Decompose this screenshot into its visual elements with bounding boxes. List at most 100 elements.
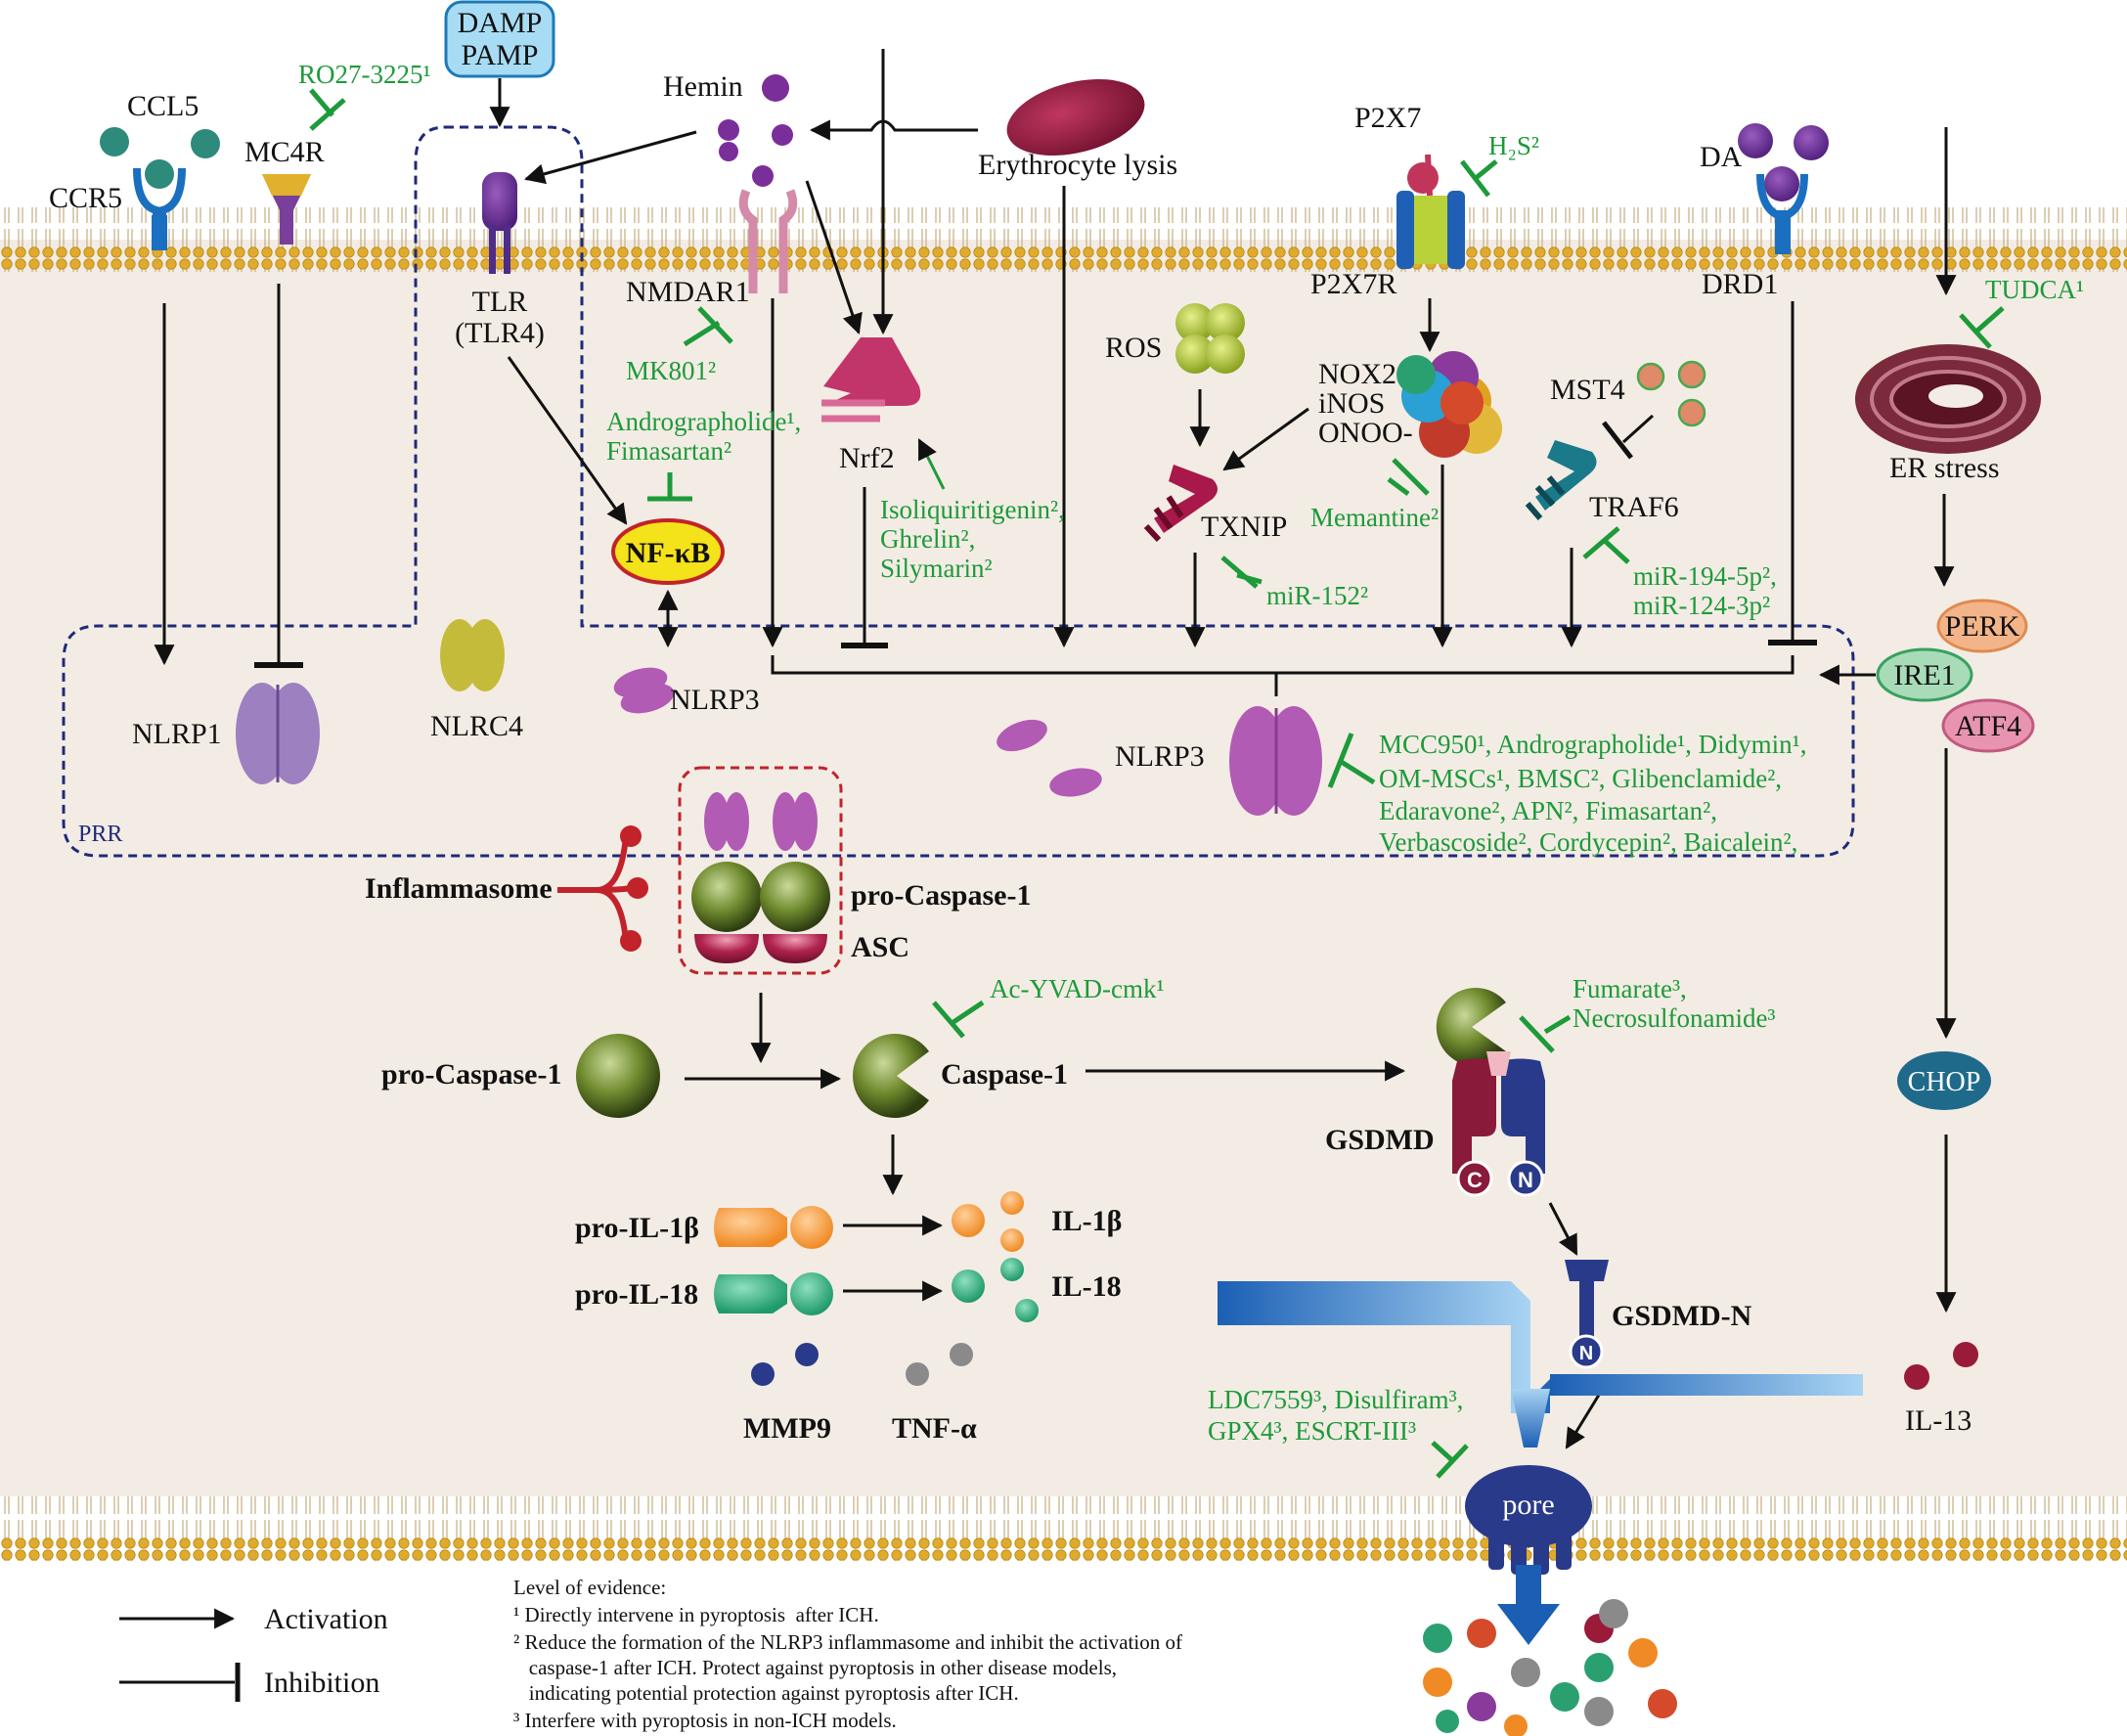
drd1-receptor-stem	[1775, 210, 1791, 254]
gsdmd-n-fragment-badge	[1569, 1334, 1604, 1369]
pro-il18-label: pro-IL-18	[575, 1278, 698, 1311]
evidence-line: ¹ Directly intervene in pyroptosis after…	[513, 1603, 879, 1626]
tudca-inhibition-bar	[1959, 313, 1992, 349]
memantine-inhibition-bar	[1392, 458, 1430, 496]
ccl5-label: CCL5	[127, 90, 199, 122]
prr-label: PRR	[78, 822, 122, 847]
mst4-inhibition-stem	[1621, 414, 1655, 444]
bottom-membrane	[0, 1496, 2127, 1561]
nlrp3-scattered	[1049, 768, 1102, 797]
er-stress-label: ER stress	[1889, 452, 2000, 484]
h2s-inhibitor: H₂S²	[1488, 131, 1539, 160]
txnip-receptor	[1154, 465, 1218, 533]
nox-to-txnip-arrow	[1222, 407, 1309, 471]
erythrocyte-lysis-label: Erythrocyte lysis	[978, 149, 1177, 181]
il18-molecule	[1015, 1299, 1039, 1322]
nlrp1-protein	[267, 683, 320, 784]
pore-flow-center	[1511, 1389, 1550, 1447]
il1b-molecule	[1000, 1228, 1024, 1252]
lysis-to-hemin-arrow	[809, 119, 978, 141]
nlrp3-inhibitor-line: Verbascoside², Cordycepin², Baicalein²,	[1379, 827, 1797, 857]
inflammasome-box	[678, 766, 843, 975]
p2x7r-channel-side	[1447, 191, 1465, 269]
gsdmd-caspase	[1436, 988, 1506, 1066]
h2s-inhibition-bar	[1460, 159, 1490, 198]
evidence-line: ³ Interfere with pyroptosis in non-ICH m…	[513, 1709, 897, 1732]
ccl5-ligand	[100, 127, 129, 156]
hemin-molecule	[752, 165, 774, 187]
tnfa-molecule	[950, 1343, 973, 1366]
nlrp3-main-label: NLRP3	[1115, 740, 1205, 773]
mir194-inhibitor: miR-124-3p²	[1633, 591, 1770, 620]
mmp9-label: MMP9	[743, 1412, 831, 1445]
perk-protein	[1936, 599, 2028, 653]
ros-label: ROS	[1105, 332, 1162, 364]
gsdmd-n-fragment-letter: N	[1579, 1343, 1593, 1364]
tlr4-receptor-stem	[504, 225, 510, 274]
atf4-label: ATF4	[1955, 710, 2021, 742]
er-organelle	[1855, 344, 2041, 454]
il18-label: IL-18	[1051, 1270, 1122, 1303]
pro-il1b-protein	[714, 1206, 833, 1249]
inflammasome-pointer	[557, 825, 648, 952]
nrf2-label: Nrf2	[839, 442, 895, 474]
mst4-molecule	[1677, 398, 1706, 427]
hemin-to-nrf2-arrow	[805, 180, 863, 334]
mst4-molecule	[1636, 362, 1665, 391]
gsdmd-n-letter: N	[1518, 1168, 1533, 1192]
p2x7r-channel-side	[1396, 191, 1414, 269]
ros-molecule	[1206, 303, 1245, 342]
ro27-inhibitor: RO27-3225¹	[298, 60, 431, 89]
gsdmd-n-fragment	[1565, 1260, 1609, 1345]
gsdmd-n-domain	[1501, 1058, 1545, 1174]
traf6-protein-ridges	[1525, 475, 1566, 520]
inflammasome-nlrp3	[724, 792, 749, 851]
mst4-label: MST4	[1550, 374, 1625, 406]
mst4-inhibition-bar	[1602, 421, 1633, 460]
da-label: DA	[1700, 141, 1743, 173]
ire1-label: IRE1	[1893, 659, 1955, 691]
nrf2-protein	[823, 337, 921, 406]
inflammasome-nlrp3	[792, 792, 818, 851]
nfkb-label: NF-κB	[626, 537, 711, 569]
gsdmd-c-badge	[1456, 1160, 1493, 1197]
mmp9-molecule	[751, 1362, 775, 1386]
p2x7-ligand	[1407, 162, 1439, 194]
mir152-inhibitor: miR-152²	[1266, 581, 1368, 610]
nmdar1-receptor	[738, 189, 798, 293]
evidence-line: ² Reduce the formation of the NLRP3 infl…	[513, 1630, 1182, 1654]
ldc-inhibitor: LDC7559³, Disulfiram³,	[1208, 1385, 1463, 1414]
hemin-molecule	[772, 124, 793, 146]
tnfa-molecule	[906, 1362, 929, 1386]
memantine-inhibition-stem	[1387, 477, 1410, 496]
ros-molecule	[1175, 303, 1215, 342]
p2x7r-label: P2X7R	[1310, 268, 1396, 300]
mir194-inhibition-bar	[1582, 526, 1620, 559]
ros-molecule	[1206, 334, 1245, 374]
acyvad-inhibition-stem	[952, 1000, 985, 1025]
damp-pamp-box	[444, 0, 555, 78]
pore-release-arrow	[1497, 1565, 1560, 1645]
nlrc4-label: NLRC4	[430, 710, 523, 742]
nox-cluster-ball	[1396, 355, 1436, 394]
hemin-molecule	[718, 119, 739, 141]
prr-region	[62, 125, 1855, 858]
hemin-label: Hemin	[663, 70, 743, 103]
mk801-inhibitor: MK801²	[626, 356, 716, 385]
hemin-molecule	[719, 142, 738, 161]
nlrp3-inhibitor-line: OM-MSCs¹, BMSC², Glibenclamide²,	[1379, 764, 1782, 793]
pro-caspase1	[576, 1034, 660, 1118]
damp-label: DAMP	[458, 7, 543, 39]
andro-fima-inhibitor: Andrographolide¹,	[606, 407, 801, 436]
acyvad-inhibitor: Ac-YVAD-cmk¹	[990, 974, 1165, 1003]
gsdmd-n-to-pore-arrow	[1565, 1386, 1606, 1449]
nfkb-protein	[611, 518, 725, 585]
tudca-inhibitor: TUDCA¹	[1985, 275, 2084, 304]
mc4r-receptor-head	[262, 174, 311, 196]
evidence-title: Level of evidence:	[513, 1576, 666, 1599]
pore-flow-left	[1218, 1281, 1530, 1413]
fumarate-inhibitor: Fumarate³,	[1573, 974, 1687, 1003]
il1b-molecule	[952, 1204, 985, 1237]
nlrp3-inhibitor-line: Edaravone², APN², Fimasartan²,	[1379, 796, 1717, 825]
atf4-protein	[1941, 698, 2035, 753]
